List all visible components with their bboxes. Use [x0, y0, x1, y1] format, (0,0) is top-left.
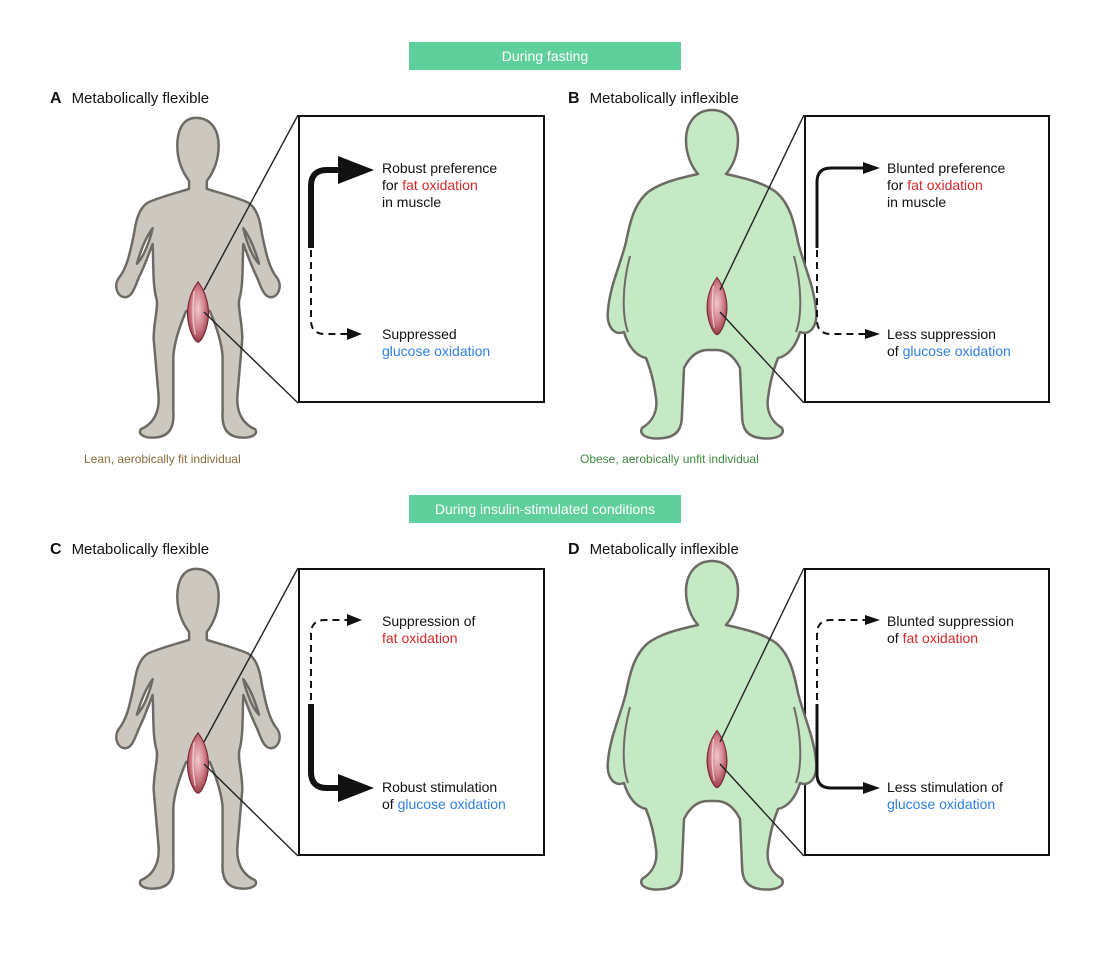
fat-oxidation-b: fat oxidation — [907, 177, 983, 193]
panel-b-letter: B — [568, 90, 580, 107]
panel-d-letter: D — [568, 541, 580, 558]
glucose-oxidation-b: glucose oxidation — [902, 343, 1011, 359]
panel-c-bottom-line2: of glucose oxidation — [382, 796, 506, 812]
panel-d-top-line2: of fat oxidation — [887, 630, 979, 646]
banner-insulin-text: During insulin-stimulated conditions — [434, 501, 656, 517]
panel-b-top-line2: for fat oxidation — [887, 177, 983, 193]
panel-b-top-line3: in muscle — [887, 194, 947, 210]
panel-a-bottom-line2: glucose oxidation — [382, 343, 490, 360]
lean-figure-a — [115, 116, 281, 439]
panel-d-bottom-text: Less stimulation of glucose oxidation — [887, 779, 1003, 813]
panel-c-label: C Metabolically flexible — [50, 541, 209, 559]
panel-b-title: Metabolically inflexible — [589, 90, 739, 107]
panel-b-label: B Metabolically inflexible — [568, 90, 739, 108]
panel-b-top-text: Blunted preference for fat oxidation in … — [887, 160, 1005, 211]
panel-a-top-line2: for fat oxidation — [382, 177, 478, 193]
panel-d-label: D Metabolically inflexible — [568, 541, 739, 559]
panel-d-top-line1: Blunted suppression — [887, 613, 1014, 629]
panel-d-bottom-line1: Less stimulation of — [887, 779, 1003, 795]
panel-c-top-line2: fat oxidation — [382, 630, 475, 647]
panel-a-letter: A — [50, 90, 62, 107]
panel-a-label: A Metabolically flexible — [50, 90, 209, 108]
panel-d-top-text: Blunted suppression of fat oxidation — [887, 613, 1014, 647]
panel-c-bottom-text: Robust stimulation of glucose oxidation — [382, 779, 506, 813]
panel-a-bottom-text: Suppressed glucose oxidation — [382, 326, 490, 360]
caption-obese: Obese, aerobically unfit individual — [580, 452, 759, 466]
panel-b-bottom-line2: of glucose oxidation — [887, 343, 1011, 359]
panel-d-box — [804, 568, 1050, 856]
fat-oxidation-a: fat oxidation — [402, 177, 478, 193]
glucose-oxidation-d: glucose oxidation — [887, 796, 996, 812]
panel-b-top-line1: Blunted preference — [887, 160, 1006, 176]
panel-a-top-text: Robust preference for fat oxidation in m… — [382, 160, 497, 211]
glucose-oxidation-c: glucose oxidation — [397, 796, 506, 812]
panel-b-bottom-line1: Less suppression — [887, 326, 996, 342]
panel-c-title: Metabolically flexible — [71, 541, 210, 558]
panel-a-top-line3: in muscle — [382, 194, 442, 210]
panel-c-top-line1: Suppression of — [382, 613, 476, 629]
panel-a-top-line1: Robust preference — [382, 160, 498, 176]
caption-lean: Lean, aerobically fit individual — [84, 452, 241, 466]
obese-figure-d — [606, 559, 818, 891]
panel-a-bottom-line1: Suppressed — [382, 326, 457, 342]
panel-c-letter: C — [50, 541, 62, 558]
panel-b-box — [804, 115, 1050, 403]
banner-insulin: During insulin-stimulated conditions — [409, 495, 681, 523]
panel-b-bottom-text: Less suppression of glucose oxidation — [887, 326, 1011, 360]
fat-oxidation-d: fat oxidation — [902, 630, 979, 646]
panel-d-bottom-line2: glucose oxidation — [887, 796, 1003, 813]
panel-d-title: Metabolically inflexible — [589, 541, 739, 558]
panel-a-title: Metabolically flexible — [71, 90, 210, 107]
lean-figure-c — [115, 567, 281, 890]
panel-c-bottom-line1: Robust stimulation — [382, 779, 498, 795]
fat-oxidation-c: fat oxidation — [382, 630, 458, 646]
panel-c-box — [298, 568, 545, 856]
glucose-oxidation-a: glucose oxidation — [382, 343, 491, 359]
obese-figure-b — [606, 108, 818, 440]
panel-c-top-text: Suppression of fat oxidation — [382, 613, 475, 647]
banner-fasting: During fasting — [409, 42, 681, 70]
banner-fasting-text: During fasting — [501, 48, 589, 64]
